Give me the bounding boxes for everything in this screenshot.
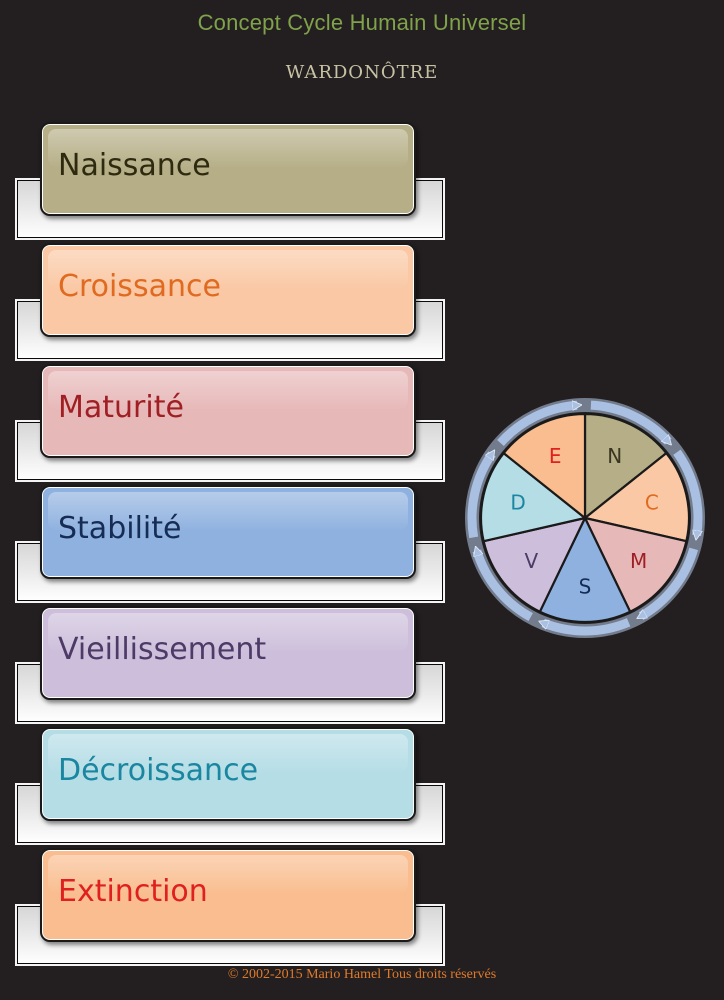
- cycle-slice-s: [538, 515, 632, 624]
- cycle-slice-v: [482, 516, 587, 614]
- stage-box: Maturité: [40, 364, 416, 458]
- cycle-arrow-d: [467, 454, 496, 539]
- stage-3: Maturité: [12, 364, 445, 486]
- stage-label: Extinction: [58, 874, 208, 909]
- stage-2: Croissance: [12, 243, 445, 365]
- cycle-diagram: NC M S V DE: [465, 398, 705, 638]
- stage-box: Décroissance: [40, 727, 416, 821]
- page-title: Concept Cycle Humain Universel: [197, 10, 527, 35]
- cycle-ring: [465, 398, 705, 638]
- stage-6: Décroissance: [12, 727, 445, 849]
- cycle-letter-e: E: [549, 444, 562, 468]
- cycle-slice-n: [583, 412, 668, 521]
- cycle-slices: [479, 412, 691, 624]
- stage-5: Vieillissement: [12, 606, 445, 728]
- cycle-slice-d: [479, 451, 588, 543]
- stage-label: Maturité: [58, 390, 184, 425]
- stage-4: Stabilité: [12, 485, 445, 607]
- cycle-arrow-n: [590, 400, 668, 441]
- cycle-arrow-c: [673, 449, 703, 535]
- cycle-letter-v: V: [524, 549, 538, 573]
- stage-label: Naissance: [58, 148, 211, 183]
- cycle-letter-d: D: [510, 491, 525, 515]
- page-subtitle: WARDONÔTRE: [285, 62, 439, 83]
- stage-box: Naissance: [40, 122, 416, 216]
- cycle-arrow-s: [543, 618, 631, 636]
- cycle-slice-c: [582, 451, 691, 543]
- cycle-letters: NC M S V DE: [510, 444, 659, 598]
- cycle-slice-m: [583, 516, 688, 614]
- stage-1: Naissance: [12, 122, 445, 244]
- stage-box: Croissance: [40, 243, 416, 337]
- cycle-letter-m: M: [630, 549, 647, 573]
- cycle-slice-e: [502, 412, 587, 521]
- stage-7: Extinction: [12, 848, 445, 970]
- cycle-arrow-e: [497, 405, 577, 447]
- stage-label: Décroissance: [58, 753, 259, 788]
- stage-label: Croissance: [58, 269, 221, 304]
- cycle-letter-c: C: [645, 491, 659, 515]
- cycle-letter-n: N: [607, 444, 622, 468]
- cycle-letter-s: S: [579, 575, 592, 599]
- stage-label: Stabilité: [58, 511, 182, 546]
- stage-box: Vieillissement: [40, 606, 416, 700]
- cycle-arrow-m: [641, 547, 699, 621]
- copyright-footer: © 2002-2015 Mario Hamel Tous droits rése…: [227, 967, 497, 982]
- cycle-arrow-v: [472, 551, 533, 622]
- stage-box: Extinction: [40, 848, 416, 942]
- stage-label: Vieillissement: [58, 632, 267, 667]
- stage-box: Stabilité: [40, 485, 416, 579]
